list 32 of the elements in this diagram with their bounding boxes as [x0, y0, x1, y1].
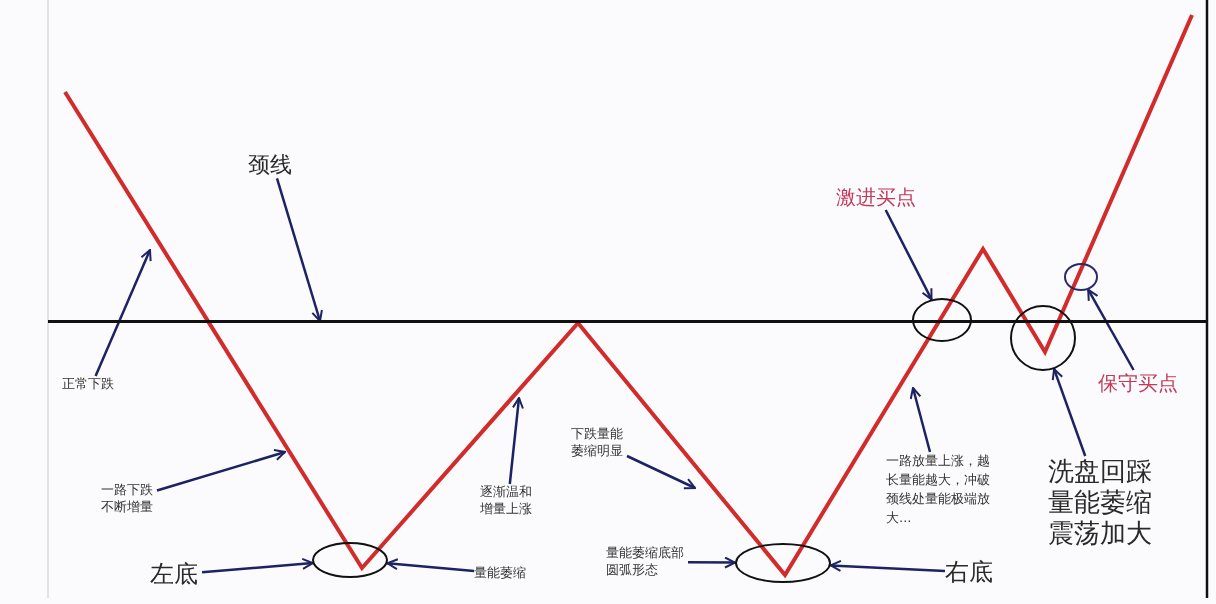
- circle-mark: [1064, 263, 1098, 291]
- arrow: [1087, 288, 1135, 371]
- note-text: 一路放量上涨，越长量能越大，冲破颈线处量能极端放大...: [886, 452, 994, 528]
- arrow: [1051, 368, 1087, 457]
- note-text: 洗盘回踩量能萎缩震荡加大: [1048, 456, 1156, 550]
- arrow: [94, 249, 152, 377]
- arrow: [909, 387, 932, 453]
- circle-mark: [1010, 305, 1076, 371]
- buy-point-label: 保守买点: [1098, 370, 1184, 396]
- arrow: [884, 209, 933, 301]
- bottom-label: 左底: [150, 560, 202, 589]
- arrow: [829, 559, 946, 573]
- ellipse-mark: [912, 298, 972, 342]
- buy-point-label: 激进买点: [836, 184, 922, 210]
- arrow: [201, 557, 314, 574]
- neckline-label: 颈线: [248, 152, 298, 179]
- ellipse-mark: [735, 543, 831, 583]
- arrow: [688, 556, 736, 569]
- bottom-label: 右底: [945, 558, 997, 587]
- note-text: 量能萎缩: [474, 565, 530, 582]
- note-text: 下跌量能萎缩明显: [571, 426, 627, 460]
- neckline: [48, 320, 1208, 323]
- arrow: [275, 178, 323, 322]
- ellipse-mark: [312, 542, 388, 578]
- arrow: [626, 454, 696, 490]
- note-text: 逐渐温和增量上涨: [480, 484, 536, 518]
- arrow: [156, 449, 286, 492]
- note-text: 量能萎缩底部圆弧形态: [606, 545, 688, 579]
- note-text: 一路下跌不断增量: [101, 482, 157, 516]
- arrow: [508, 397, 524, 485]
- note-text: 正常下跌: [62, 376, 122, 393]
- arrow: [386, 558, 475, 573]
